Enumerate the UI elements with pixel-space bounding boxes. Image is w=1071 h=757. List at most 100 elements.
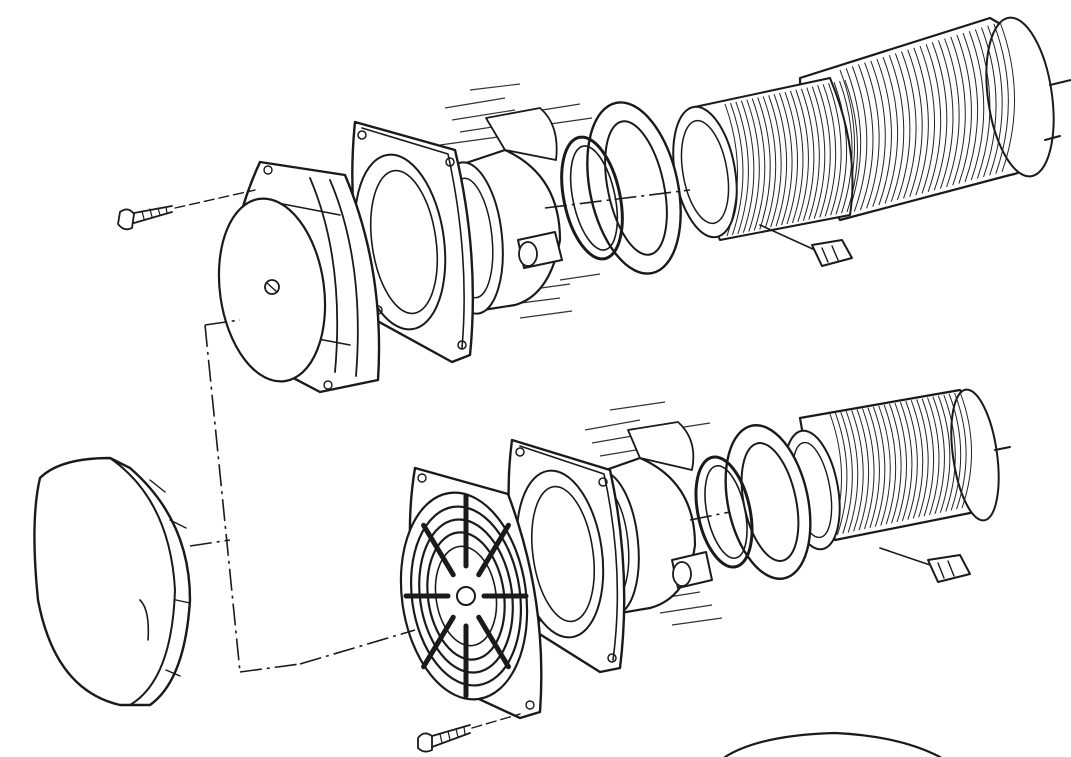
rib-line	[956, 34, 972, 184]
rib-line	[916, 399, 929, 518]
rib-line	[834, 412, 848, 535]
rib-line	[851, 410, 864, 532]
lower-mounting-flange	[507, 438, 626, 674]
grille-ring	[418, 518, 514, 674]
lower-bolt	[879, 547, 971, 583]
rib-line	[937, 40, 954, 189]
rib-line	[724, 103, 738, 237]
upper-duct-ribs	[839, 21, 1015, 216]
rib-line	[974, 29, 991, 179]
rib-line	[894, 402, 907, 523]
rib-line	[950, 36, 966, 186]
grille-ring	[426, 531, 506, 661]
rib-line	[962, 32, 979, 183]
rib-line	[993, 23, 1009, 174]
rib-line	[867, 407, 880, 528]
rib-line	[894, 53, 911, 201]
rib-line	[833, 82, 848, 215]
rib-line	[899, 401, 913, 521]
rib-line	[851, 66, 868, 212]
rib-line	[882, 56, 899, 204]
rib-line	[987, 25, 1003, 176]
rib-line	[932, 396, 945, 514]
rib-line	[806, 87, 820, 220]
rib-line	[740, 100, 755, 233]
rib-line	[959, 391, 973, 509]
center-lines	[189, 189, 731, 673]
lower-grille	[399, 466, 543, 720]
upper-snap-ring	[560, 135, 624, 261]
rib-line	[919, 45, 935, 194]
rib-line	[883, 404, 897, 525]
rib-line	[729, 102, 744, 236]
upper-assembly	[117, 16, 1071, 394]
rib-line	[839, 80, 853, 214]
rib-line	[931, 42, 948, 191]
upper-hose	[672, 77, 858, 241]
upper-flat-ring	[586, 101, 682, 275]
rib-line	[999, 21, 1015, 173]
lower-screw	[417, 713, 521, 753]
grille-spoke	[476, 614, 511, 670]
lower-cap	[33, 456, 192, 707]
grille-spokes	[403, 493, 529, 699]
upper-cover-plate	[217, 160, 381, 394]
rib-line	[822, 84, 837, 217]
rib-line	[811, 86, 826, 219]
upper-mounting-flange	[351, 120, 475, 364]
rib-line	[925, 43, 942, 193]
rib-line	[762, 96, 777, 229]
rib-line	[878, 405, 891, 526]
rib-line	[800, 88, 815, 221]
rib-line	[768, 95, 782, 228]
rib-line	[773, 94, 788, 227]
rib-line	[844, 79, 858, 213]
upper-hose-ribs	[724, 79, 858, 237]
rib-line	[888, 55, 905, 202]
rib-line	[735, 101, 749, 234]
lower-duct	[798, 388, 1011, 542]
rib-line	[913, 47, 929, 196]
upper-duct	[798, 16, 1071, 222]
rib-line	[943, 394, 956, 512]
rib-line	[828, 83, 842, 216]
lower-partial-ring	[723, 731, 942, 757]
lower-assembly	[33, 388, 1011, 757]
rib-line	[876, 58, 892, 206]
rib-line	[864, 62, 880, 209]
lower-hatching	[584, 401, 723, 626]
upper-bolt	[759, 224, 853, 267]
rib-line	[910, 400, 924, 519]
grille-spoke	[421, 522, 456, 578]
rib-line	[937, 395, 951, 513]
rib-line	[784, 91, 798, 225]
rib-line	[845, 411, 859, 533]
rib-line	[944, 38, 960, 188]
rib-line	[862, 408, 875, 530]
grille-spoke	[421, 614, 456, 670]
rib-line	[795, 89, 809, 222]
grille-spoke	[476, 522, 511, 578]
rib-line	[870, 60, 886, 207]
rib-line	[968, 31, 985, 181]
rib-line	[921, 398, 935, 517]
rib-line	[872, 406, 886, 527]
rib-line	[779, 92, 793, 226]
rib-line	[948, 393, 962, 511]
upper-screw	[117, 189, 256, 231]
rib-line	[927, 397, 940, 516]
rib-line	[746, 99, 760, 232]
rib-line	[905, 400, 918, 520]
lower-duct-ribs	[829, 391, 973, 537]
rib-line	[845, 67, 862, 214]
rib-line	[751, 98, 766, 231]
grille-ring	[409, 505, 523, 687]
rib-line	[856, 409, 870, 531]
rib-line	[757, 97, 771, 230]
rib-line	[840, 411, 853, 534]
rib-line	[981, 27, 997, 178]
rib-line	[889, 403, 902, 524]
rib-line	[789, 90, 804, 224]
rib-line	[857, 64, 874, 211]
